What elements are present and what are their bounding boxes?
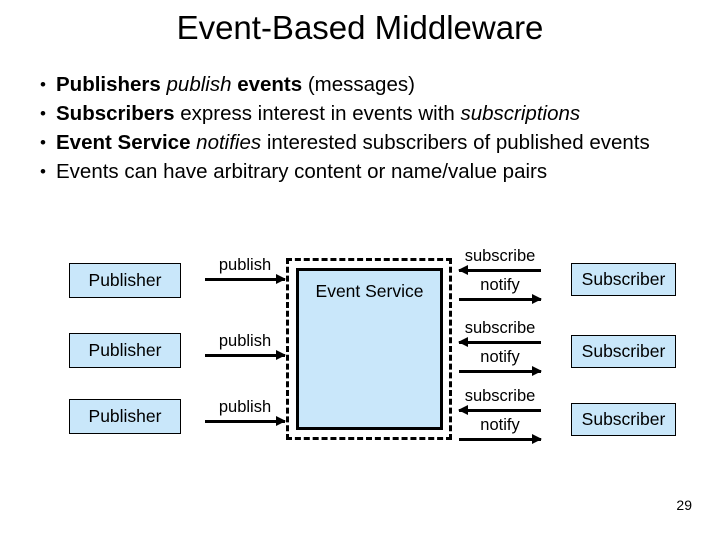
subscriber-box-1[interactable]: Subscriber	[571, 263, 676, 296]
event-service-label: Event Service	[315, 281, 424, 301]
bullet-segment: (messages)	[302, 73, 415, 96]
subscribe-arrow-left-icon	[458, 337, 541, 348]
publish-label-3: publish	[218, 398, 272, 416]
publisher-box-1[interactable]: Publisher	[69, 263, 181, 298]
bullet-segment: Publishers	[56, 73, 167, 96]
notify-label-1: notify	[480, 276, 520, 294]
notify-label-2: notify	[480, 348, 520, 366]
bullet-segment: interested subscribers of published even…	[261, 131, 650, 154]
publish-arrow-right-icon	[205, 274, 286, 285]
bullet-list: • Publishers publish events (messages) •…	[30, 70, 698, 186]
publish-label-1: publish	[218, 256, 272, 274]
bullet-segment: events	[237, 73, 303, 96]
notify-label-3: notify	[480, 416, 520, 434]
bullet-segment: Subscribers	[56, 102, 175, 125]
notify-arrow-right-icon	[459, 366, 542, 377]
bullet-segment: Events can have arbitrary content or nam…	[56, 160, 548, 183]
subscriber-flow-1: subscribe notify	[458, 247, 542, 305]
event-service-boundary	[286, 258, 452, 440]
bullet-text: Publishers publish events (messages)	[56, 70, 698, 99]
bullet-segment: publish	[166, 73, 238, 96]
subscriber-box-3[interactable]: Subscriber	[571, 403, 676, 436]
bullet-text: Event Service notifies interested subscr…	[56, 128, 698, 157]
bullet-marker-icon: •	[40, 133, 46, 152]
notify-arrow-right-icon	[459, 294, 542, 305]
bullet-marker-icon: •	[40, 162, 46, 181]
notify-arrow-right-icon	[459, 434, 542, 445]
publish-arrow-right-icon	[205, 416, 286, 427]
bullet-marker-icon: •	[40, 75, 46, 94]
bullet-text: Events can have arbitrary content or nam…	[56, 157, 698, 186]
event-service-box[interactable]	[296, 268, 443, 430]
bullet-marker-icon: •	[40, 104, 46, 123]
bullet-item: • Publishers publish events (messages)	[30, 70, 698, 99]
bullet-segment: Event Service	[56, 131, 197, 154]
bullet-item: • Events can have arbitrary content or n…	[30, 157, 698, 186]
event-based-middleware-diagram: Publisher Publisher Publisher publish pu…	[0, 240, 720, 455]
publish-label-2: publish	[218, 332, 272, 350]
publish-arrow-right-icon	[205, 350, 286, 361]
publish-flow-3: publish	[205, 398, 286, 427]
publish-flow-1: publish	[205, 256, 286, 285]
page-number: 29	[676, 497, 692, 513]
subscribe-label-1: subscribe	[464, 247, 536, 265]
publish-flow-2: publish	[205, 332, 286, 361]
subscribe-label-3: subscribe	[464, 387, 536, 405]
subscriber-flow-3: subscribe notify	[458, 387, 542, 445]
publisher-box-2[interactable]: Publisher	[69, 333, 181, 368]
subscribe-arrow-left-icon	[458, 265, 541, 276]
bullet-item: • Subscribers express interest in events…	[30, 99, 698, 128]
bullet-segment: subscriptions	[460, 102, 581, 125]
page-title: Event-Based Middleware	[176, 9, 544, 46]
subscribe-arrow-left-icon	[458, 405, 541, 416]
subscribe-label-2: subscribe	[464, 319, 536, 337]
bullet-segment: notifies	[196, 131, 262, 154]
bullet-text: Subscribers express interest in events w…	[56, 99, 698, 128]
publisher-box-3[interactable]: Publisher	[69, 399, 181, 434]
subscriber-flow-2: subscribe notify	[458, 319, 542, 377]
bullet-item: • Event Service notifies interested subs…	[30, 128, 698, 157]
bullet-segment: express interest in events with	[174, 102, 461, 125]
subscriber-box-2[interactable]: Subscriber	[571, 335, 676, 368]
